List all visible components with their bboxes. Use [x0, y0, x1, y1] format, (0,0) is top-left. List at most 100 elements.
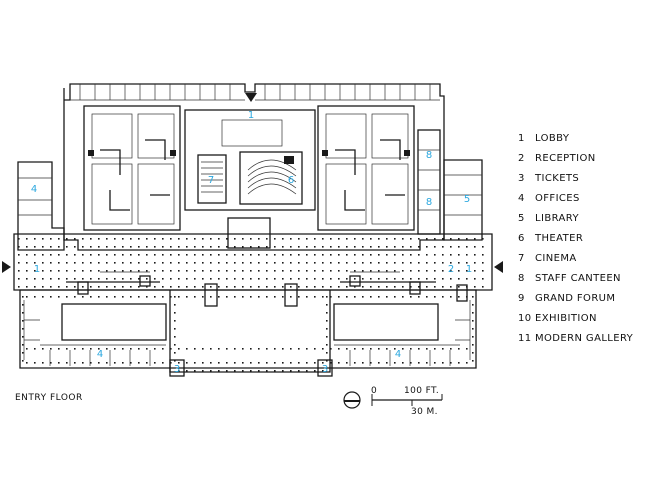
column-dot — [458, 254, 460, 256]
column-dot — [326, 352, 328, 354]
column-dot — [194, 238, 196, 240]
column-dot — [250, 278, 252, 280]
column-dot — [282, 254, 284, 256]
column-dot — [378, 362, 380, 364]
column-dot — [194, 246, 196, 248]
column-dot — [162, 296, 164, 298]
column-dot — [130, 296, 132, 298]
column-dot — [330, 296, 332, 298]
column-dot — [138, 238, 140, 240]
column-dot — [226, 246, 228, 248]
column-dot — [138, 286, 140, 288]
column-dot — [370, 254, 372, 256]
column-dot — [418, 262, 420, 264]
column-dot — [178, 270, 180, 272]
column-dot — [282, 246, 284, 248]
column-dot — [226, 286, 228, 288]
column-dot — [138, 246, 140, 248]
column-dot — [98, 246, 100, 248]
column-dot — [98, 270, 100, 272]
column-dot — [162, 362, 164, 364]
column-dot — [306, 348, 308, 350]
column-dot — [410, 270, 412, 272]
column-dot — [22, 328, 24, 330]
column-dot — [106, 238, 108, 240]
column-dot — [458, 246, 460, 248]
column-dot — [58, 348, 60, 350]
column-dot — [482, 278, 484, 280]
column-dot — [306, 238, 308, 240]
column-dot — [338, 246, 340, 248]
column-dot — [174, 360, 176, 362]
column-dot — [154, 296, 156, 298]
column-dot — [474, 238, 476, 240]
column-dot — [234, 254, 236, 256]
column-dot — [66, 296, 68, 298]
column-dot — [274, 246, 276, 248]
column-dot — [370, 238, 372, 240]
column-dot — [418, 254, 420, 256]
column-dot — [130, 254, 132, 256]
column-dot — [170, 254, 172, 256]
column-dot — [298, 296, 300, 298]
column-dot — [354, 362, 356, 364]
column-dot — [482, 246, 484, 248]
column-dot — [250, 370, 252, 372]
column-dot — [50, 286, 52, 288]
column-dot — [90, 296, 92, 298]
column-dot — [330, 278, 332, 280]
column-dot — [178, 246, 180, 248]
column-dot — [322, 270, 324, 272]
column-dot — [74, 238, 76, 240]
column-dot — [250, 270, 252, 272]
column-dot — [170, 348, 172, 350]
column-dot — [34, 296, 36, 298]
column-dot — [178, 262, 180, 264]
column-dot — [58, 362, 60, 364]
column-dot — [186, 286, 188, 288]
column-dot — [442, 254, 444, 256]
column-dot — [90, 270, 92, 272]
column-dot — [90, 286, 92, 288]
column-dot — [326, 328, 328, 330]
column-dot — [482, 254, 484, 256]
column-dot — [114, 348, 116, 350]
column-dot — [218, 348, 220, 350]
column-dot — [34, 348, 36, 350]
column-dot — [466, 270, 468, 272]
column-dot — [306, 270, 308, 272]
column-dot — [90, 348, 92, 350]
column-dot — [210, 286, 212, 288]
column-dot — [26, 278, 28, 280]
column-dot — [450, 286, 452, 288]
column-dot — [338, 254, 340, 256]
column-dot — [82, 348, 84, 350]
entry-arrows — [2, 93, 503, 273]
column-dot — [458, 286, 460, 288]
column-dot — [22, 296, 24, 298]
column-dot — [186, 270, 188, 272]
column-dot — [426, 262, 428, 264]
canteen-strip — [417, 129, 441, 235]
column-dot — [472, 312, 474, 314]
column-dot — [326, 304, 328, 306]
column-dot — [226, 270, 228, 272]
column-dot — [394, 246, 396, 248]
plan-label-lobby-north: 1 — [248, 110, 254, 121]
column-dot — [174, 320, 176, 322]
column-dot — [346, 278, 348, 280]
column-dot — [378, 246, 380, 248]
column-dot — [82, 270, 84, 272]
column-dot — [154, 362, 156, 364]
column-dot — [326, 296, 328, 298]
column-dot — [218, 296, 220, 298]
column-dot — [22, 352, 24, 354]
column-dot — [22, 320, 24, 322]
column-dot — [210, 278, 212, 280]
column-dot — [226, 262, 228, 264]
column-dot — [282, 286, 284, 288]
column-dot — [66, 278, 68, 280]
column-dot — [170, 278, 172, 280]
